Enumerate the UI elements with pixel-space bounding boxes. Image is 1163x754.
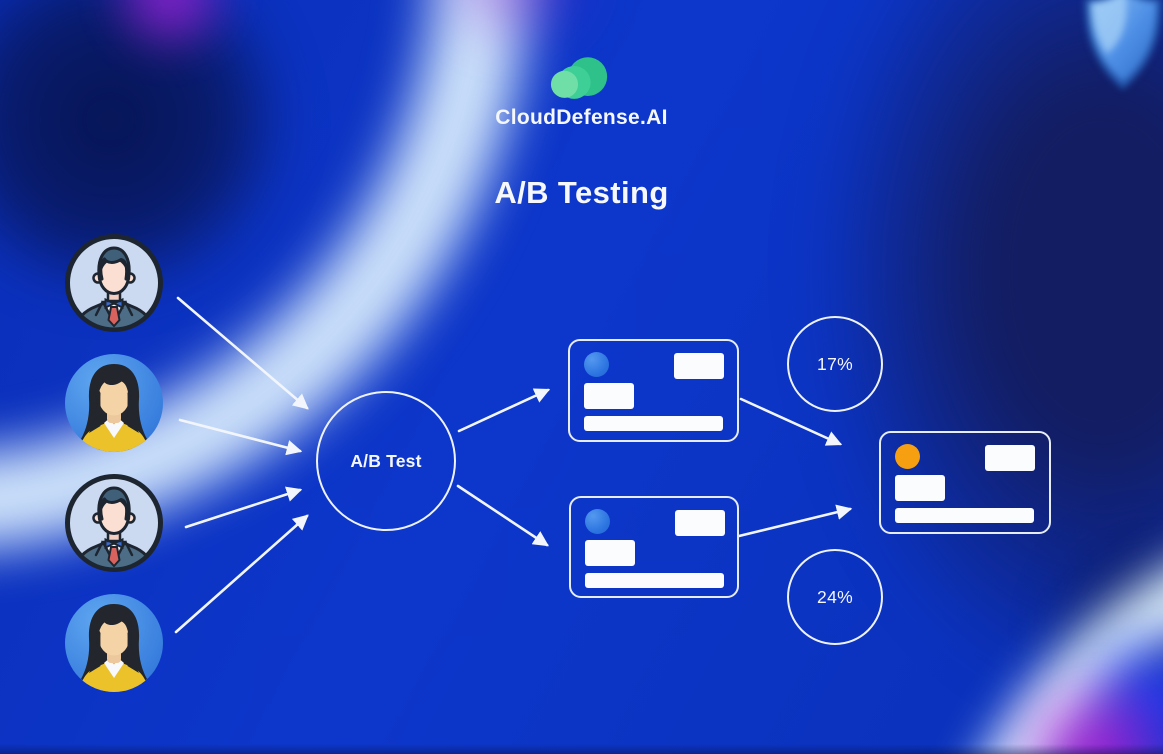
variant-a-result: 17% bbox=[817, 353, 853, 374]
card-block bbox=[674, 353, 724, 379]
arrow-test-to-variant-b bbox=[456, 484, 549, 547]
card-block bbox=[895, 508, 1034, 523]
variant-a-card bbox=[568, 339, 739, 442]
male-user-avatar bbox=[64, 473, 164, 573]
card-block bbox=[585, 573, 724, 588]
card-block bbox=[585, 540, 635, 566]
variant-b-dot-icon bbox=[585, 509, 610, 534]
variant-b-card bbox=[569, 496, 739, 598]
arrow-user2-to-test bbox=[178, 418, 303, 456]
female-user-avatar bbox=[64, 353, 164, 453]
cloud-logo-icon bbox=[550, 57, 608, 99]
card-block bbox=[584, 416, 723, 431]
arrow-variant-a-to-winner bbox=[739, 397, 843, 446]
variant-a-result-badge: 17% bbox=[787, 316, 883, 412]
arrow-user4-to-test bbox=[174, 514, 309, 634]
winner-card bbox=[879, 431, 1051, 534]
arrow-test-to-variant-a bbox=[457, 388, 551, 433]
page-title: A/B Testing bbox=[494, 175, 669, 210]
card-block bbox=[675, 510, 725, 536]
male-user-avatar bbox=[64, 233, 164, 333]
arrow-variant-b-to-winner bbox=[737, 504, 853, 538]
brand-name: CloudDefense.AI bbox=[495, 106, 668, 129]
arrow-user1-to-test bbox=[176, 296, 309, 410]
ab-test-label: A/B Test bbox=[350, 450, 422, 471]
variant-b-result: 24% bbox=[817, 586, 853, 607]
winner-dot-icon bbox=[895, 444, 920, 469]
card-block bbox=[985, 445, 1035, 471]
arrow-user3-to-test bbox=[184, 486, 303, 529]
female-user-avatar bbox=[64, 593, 164, 693]
card-block bbox=[895, 475, 945, 501]
variant-b-result-badge: 24% bbox=[787, 549, 883, 645]
variant-a-dot-icon bbox=[584, 352, 609, 377]
card-block bbox=[584, 383, 634, 409]
ab-test-node: A/B Test bbox=[316, 391, 456, 531]
